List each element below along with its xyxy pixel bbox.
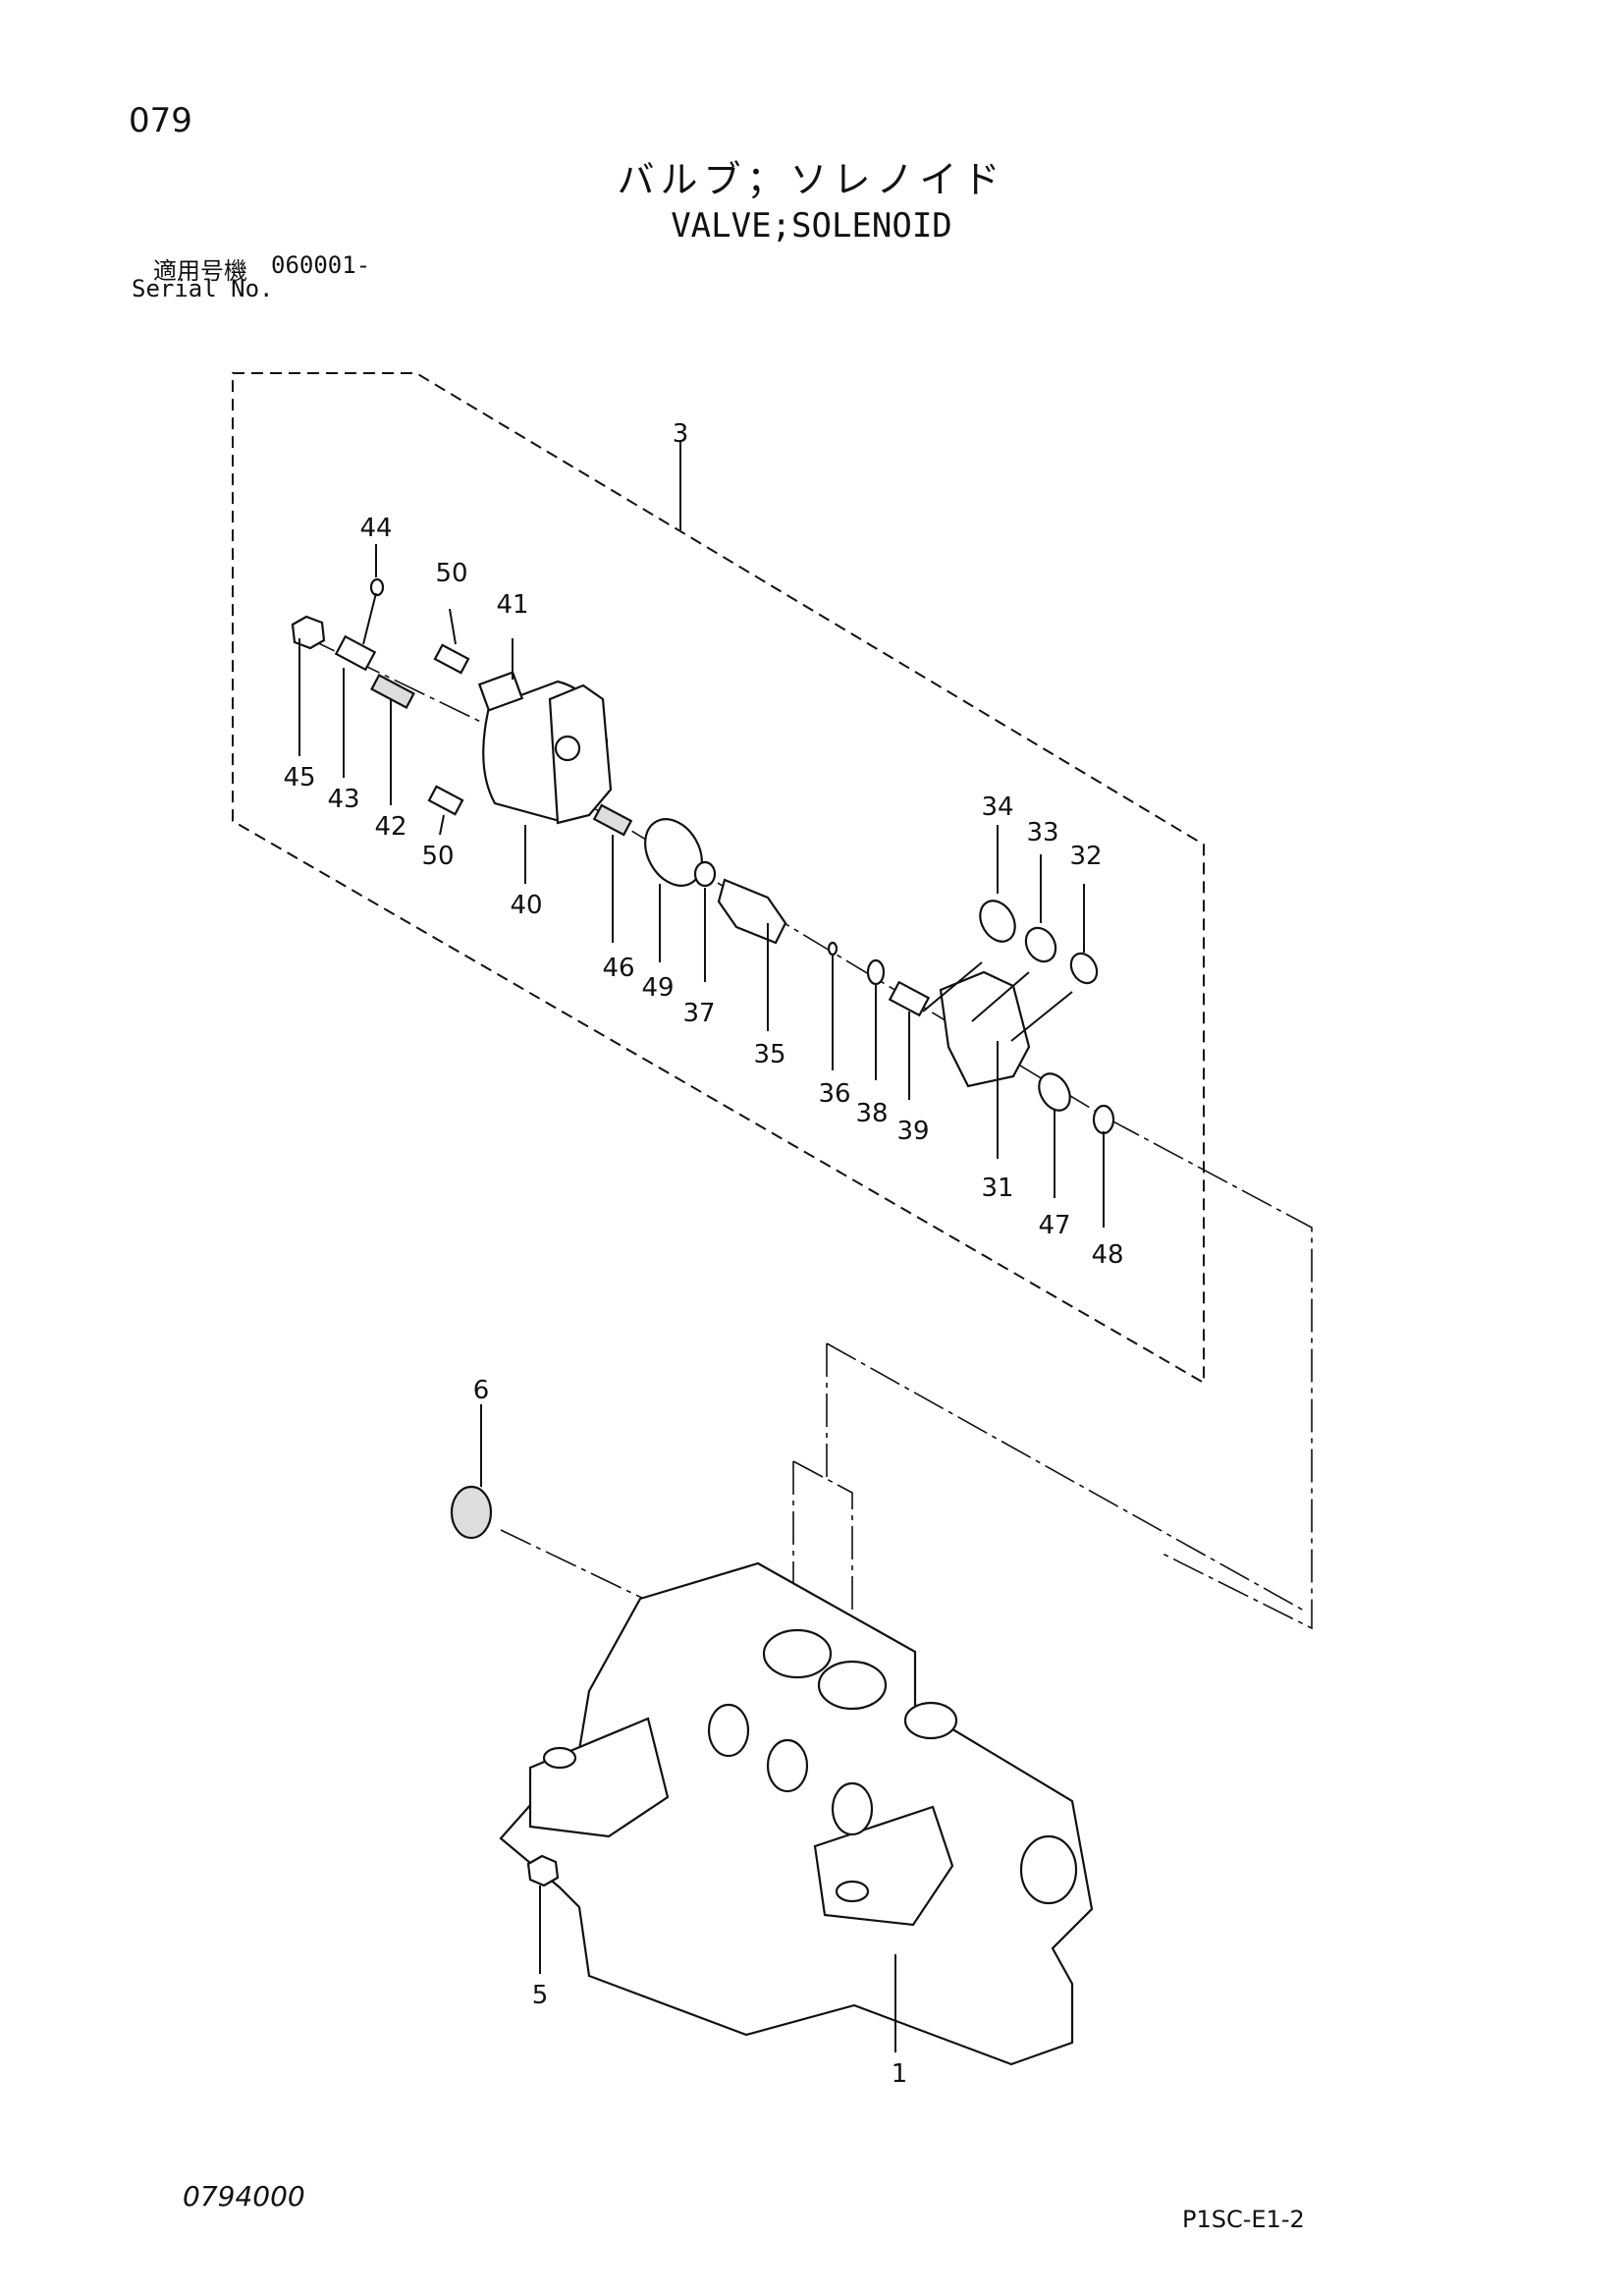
page-number: 079 [129,101,192,140]
callout-label: 34 [981,793,1013,822]
callout-label: 36 [818,1079,850,1109]
callout-label: 40 [510,891,542,920]
callout-label: 48 [1091,1240,1123,1270]
callout-label: 42 [374,812,406,842]
callout-label: 37 [682,999,715,1028]
callouts: 3 44 50 41 45 43 42 50 40 46 49 37 35 36… [283,419,1123,2089]
callout-label: 33 [1026,818,1058,847]
callout-label: 50 [421,842,454,871]
callout-label: 3 [673,419,689,449]
serial-value: 060001- [271,251,371,279]
callout-label: 32 [1069,842,1102,871]
callout-label: 41 [496,590,528,620]
callout-label: 50 [435,559,467,588]
solenoid-parts [291,577,1115,1135]
valve-block [450,1485,1094,2066]
drawing-code: 0794000 [183,2180,305,2213]
callout-label: 38 [855,1099,888,1128]
assembly-boundary [232,372,1205,1385]
callout-label: 44 [359,514,392,543]
leader-lines [298,442,1105,2052]
callout-label: 5 [532,1981,549,2010]
callout-label: 1 [892,2059,908,2089]
callout-label: 47 [1038,1211,1070,1240]
callout-label: 6 [473,1376,490,1405]
serial-label-english: Serial No. [132,275,274,302]
serial-label-japanese: 適用号機 [153,257,247,285]
sheet-code: P1SC-E1-2 [1182,2206,1305,2233]
title-japanese: バルブ；ソレノイド [617,158,1006,201]
title-english: VALVE;SOLENOID [671,206,952,246]
callout-label: 39 [896,1117,929,1146]
callout-label: 49 [641,973,674,1003]
callout-label: 31 [981,1174,1013,1203]
callout-label: 43 [327,785,359,814]
callout-label: 35 [753,1040,785,1069]
callout-label: 45 [283,763,315,793]
callout-label: 46 [602,954,634,983]
